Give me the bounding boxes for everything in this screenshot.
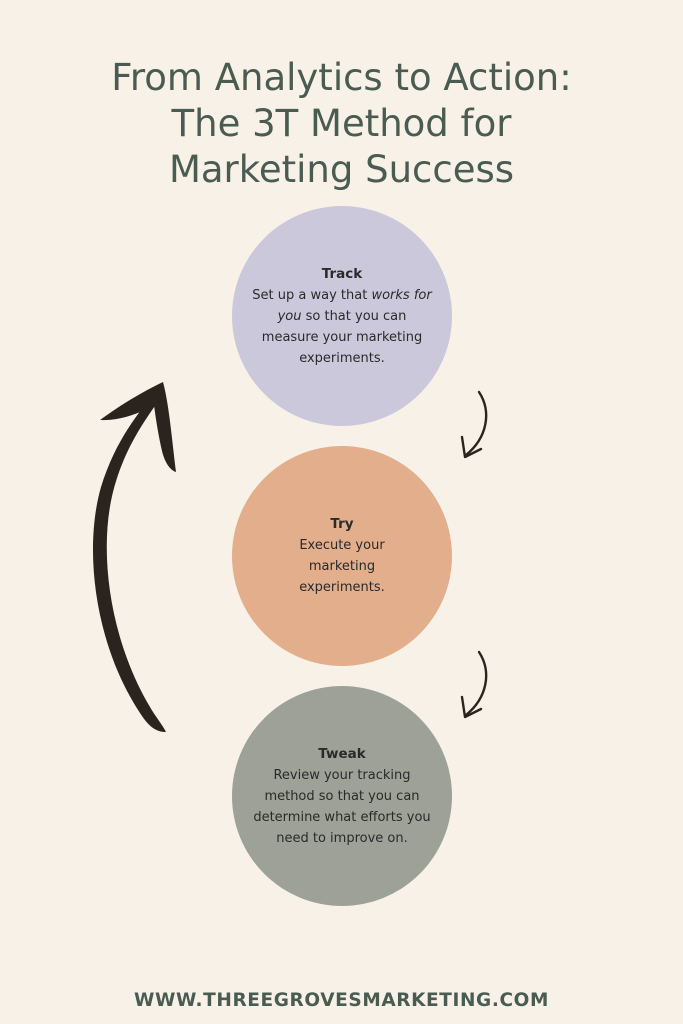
- title-line-2: The 3T Method for: [171, 101, 512, 145]
- step-track-text-end: so that you can measure your marketing e…: [261, 308, 423, 366]
- title-line-3: Marketing Success: [168, 147, 515, 191]
- curved-arrow-down-icon: [460, 390, 488, 459]
- website-url: WWW.THREEGROVESMARKETING.COM: [134, 990, 549, 1011]
- step-try-text: Execute your marketing experiments.: [299, 538, 385, 595]
- step-try-circle: Try Execute your marketing experiments.: [232, 446, 452, 666]
- page-title: From Analytics to Action: The 3T Method …: [0, 55, 683, 193]
- step-tweak-text: Review your tracking method so that you …: [253, 767, 431, 846]
- step-track-circle: Track Set up a way that works for you so…: [232, 206, 452, 426]
- step-track-text: Set up a way that works for you so that …: [248, 285, 436, 369]
- step-track-heading: Track: [321, 265, 363, 282]
- step-track-text-emphasis: works for you: [277, 287, 432, 324]
- step-track-text-start: Set up a way that: [252, 287, 372, 303]
- step-tweak-heading: Tweak: [318, 745, 366, 762]
- curved-arrow-down-icon: [460, 650, 488, 719]
- title-line-1: From Analytics to Action:: [111, 55, 572, 99]
- step-tweak-circle: Tweak Review your tracking method so tha…: [232, 686, 452, 906]
- curved-arrow-up-icon: [92, 382, 176, 732]
- step-try-heading: Try: [330, 516, 354, 532]
